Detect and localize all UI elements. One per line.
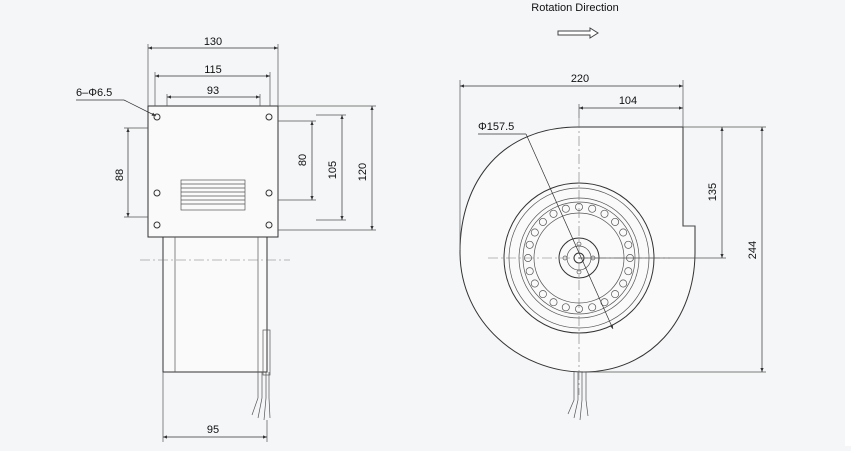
- mounting-holes: [153, 113, 273, 229]
- impeller-blade: [538, 290, 547, 299]
- dim-130: 130: [204, 36, 222, 48]
- rotation-direction-label: Rotation Direction: [531, 2, 618, 14]
- dim-95: 95: [207, 424, 219, 436]
- front-lead-wires: [567, 372, 589, 421]
- impeller-blade: [525, 240, 534, 249]
- impeller-blade: [538, 217, 547, 226]
- mounting-flange: [147, 105, 279, 238]
- dim-220: 220: [571, 73, 589, 85]
- dim-135: 135: [707, 183, 719, 201]
- impeller-blade: [611, 217, 620, 226]
- dim-80: 80: [297, 154, 309, 166]
- motor-housing: [162, 236, 268, 373]
- impeller-blade: [530, 279, 539, 288]
- impeller-blade: [549, 298, 558, 307]
- impeller-blade: [619, 228, 628, 237]
- impeller-blade: [588, 204, 597, 213]
- dim-120: 120: [357, 163, 369, 181]
- rotation-arrow-icon: [557, 27, 599, 39]
- impeller-blade: [619, 279, 628, 288]
- impeller-blade: [600, 209, 609, 218]
- holes-label: 6–Φ6.5: [76, 87, 112, 99]
- front-view: 220 104 Φ157.5 135 244: [459, 73, 766, 421]
- impeller-blade: [561, 303, 570, 312]
- dim-115: 115: [204, 64, 222, 76]
- impeller-blade: [624, 267, 633, 276]
- impeller-blade: [561, 204, 570, 213]
- side-view: 130 115 93 6–Φ6.5 88 80 105 120: [76, 36, 376, 442]
- diameter-label: Φ157.5: [478, 121, 514, 133]
- dim-104: 104: [619, 95, 637, 107]
- dim-93: 93: [207, 85, 219, 97]
- impeller-blade: [611, 290, 620, 299]
- impeller-blade: [549, 209, 558, 218]
- impeller-blade: [530, 228, 539, 237]
- page-edge: [845, 0, 851, 446]
- lead-wires: [251, 372, 271, 421]
- outlet-grille: [180, 179, 246, 211]
- impeller-blade: [525, 267, 534, 276]
- dim-88: 88: [114, 169, 126, 181]
- impeller-blade: [588, 303, 597, 312]
- dim-105: 105: [327, 161, 339, 179]
- dim-244: 244: [747, 241, 759, 259]
- impeller-blade: [624, 240, 633, 249]
